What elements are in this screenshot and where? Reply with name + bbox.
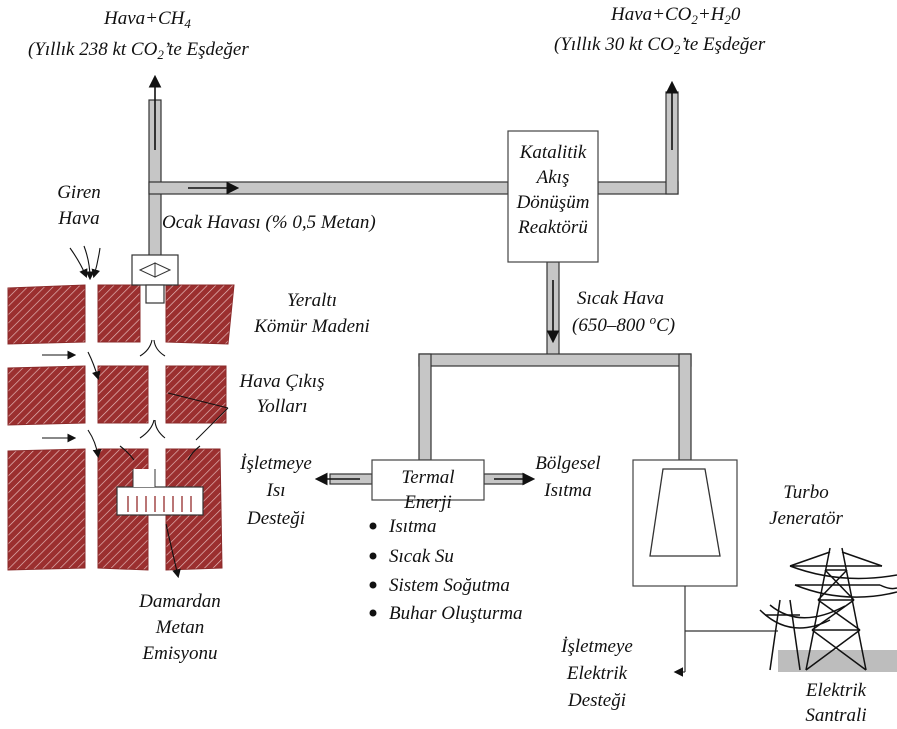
mine-label-1: Yeraltı [287, 290, 337, 311]
reactor-label-3: Dönüşüm [516, 192, 590, 213]
methane-release-arrows [127, 496, 192, 512]
methane-emission-label-1: Damardan [138, 591, 221, 612]
coal-mine-cross-section [7, 284, 235, 571]
rock-block [97, 284, 141, 343]
power-plant-label-2: Santrali [805, 705, 866, 726]
reactor-label-4: Reaktörü [517, 217, 588, 238]
district-heating-label-2: Isıtma [543, 480, 592, 501]
exit-paths-label-1: Hava Çıkış [239, 371, 325, 392]
thermal-label-1: Termal [401, 467, 454, 488]
turbo-label-1: Turbo [783, 482, 828, 503]
district-heating-label-1: Bölgesel [535, 453, 600, 474]
intake-label-1: Giren [57, 182, 101, 203]
heat-support-label-2: Isı [266, 480, 286, 501]
thermal-label-2: Enerji [403, 492, 452, 513]
ventilation-fan-icon [131, 254, 179, 304]
pipe-joint [420, 355, 430, 365]
electric-support-label-2: Elektrik [566, 663, 628, 684]
mine-airflow-arrows [42, 245, 229, 579]
turbo-label-2: Jeneratör [769, 508, 843, 529]
rock-block [7, 448, 86, 571]
turbo-feed-pipe [678, 353, 692, 461]
methane-emission-label-3: Emisyonu [142, 643, 218, 664]
thermal-energy-box [371, 459, 485, 501]
rock-block [165, 284, 235, 345]
exit-paths-label-2: Yolları [256, 396, 307, 417]
rock-block [7, 284, 86, 345]
electric-support-label-1: İşletmeye [560, 636, 633, 657]
list-item: Sistem Soğutma [389, 575, 510, 596]
power-plant-label-1: Elektrik [805, 680, 867, 701]
rock-block [97, 365, 149, 424]
reactor-label-2: Akış [535, 167, 570, 188]
bullet [369, 552, 377, 560]
rock-block [165, 365, 227, 424]
thermal-uses-list: Isıtma Sıcak Su Sistem Soğutma Buhar Olu… [369, 516, 523, 624]
thermal-feed-pipe [418, 353, 432, 461]
methane-seam-box [116, 486, 204, 516]
pipe-joint [667, 183, 677, 193]
heat-support-label-3: Desteği [246, 508, 305, 529]
mine-label-2: Kömür Madeni [253, 316, 370, 337]
bullet [369, 609, 377, 617]
hot-air-temp-label: (650–800 oC) [572, 312, 675, 336]
bullet [369, 581, 377, 589]
pipe-joint [150, 183, 160, 193]
ventilation-air-label: Ocak Havası (% 0,5 Metan) [162, 212, 376, 233]
rock-block [7, 365, 86, 426]
pipe-joint [548, 355, 558, 365]
hot-air-label: Sıcak Hava [577, 288, 664, 309]
list-item: Buhar Oluşturma [389, 603, 523, 624]
list-item: Sıcak Su [389, 546, 454, 567]
bullet [369, 522, 377, 530]
exhaust-left-label: Hava+CH4 [103, 8, 191, 31]
flow-arrows [148, 74, 679, 486]
list-item: Isıtma [388, 516, 437, 537]
intake-label-2: Hava [57, 208, 99, 229]
electric-support-label-3: Desteği [567, 690, 626, 711]
methane-emission-label-2: Metan [155, 617, 205, 638]
exhaust-right-label: Hava+CO2+H20 [610, 4, 741, 27]
heat-support-label-1: İşletmeye [239, 453, 312, 474]
pipe-joint [680, 355, 690, 365]
seam-opening [133, 469, 155, 487]
exhaust-right-emission: (Yıllık 30 kt CO2’te Eşdeğer [554, 34, 766, 57]
reactor-box [507, 130, 599, 263]
reactor-label-1: Katalitik [519, 142, 587, 163]
exhaust-left-emission: (Yıllık 238 kt CO2’te Eşdeğer [28, 39, 249, 62]
turbine-icon [649, 468, 721, 557]
power-tower-icon [759, 547, 897, 672]
